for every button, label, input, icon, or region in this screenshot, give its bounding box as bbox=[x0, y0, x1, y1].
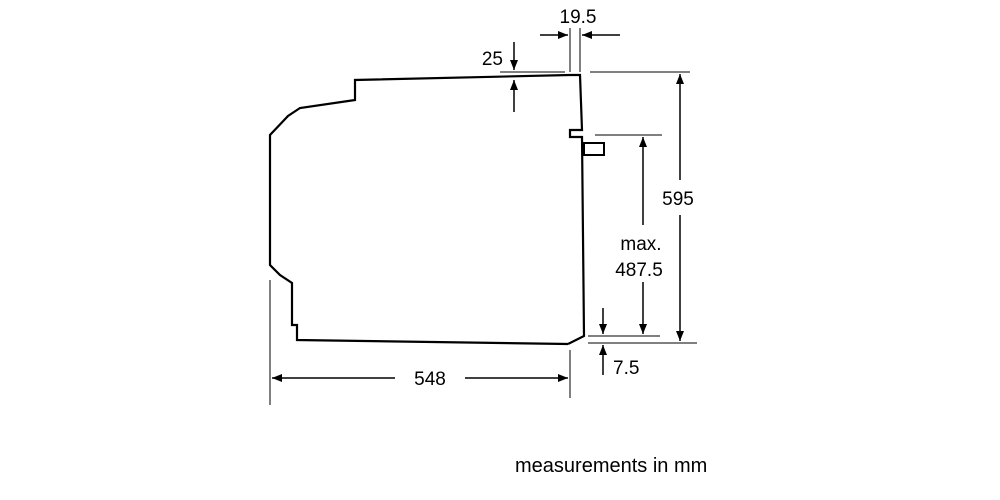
dimension-max-height: max. 487.5 bbox=[595, 134, 663, 334]
dimension-label-595: 595 bbox=[662, 189, 694, 210]
oven-handle bbox=[583, 142, 605, 156]
oven-door-panel bbox=[567, 73, 586, 345]
oven-body-outline bbox=[268, 73, 571, 346]
dimension-front-panel-thickness: 19.5 bbox=[540, 7, 620, 72]
measurement-unit-note: measurements in mm bbox=[515, 455, 708, 477]
dimension-label-7-5: 7.5 bbox=[613, 358, 639, 379]
dimension-label-487-5: 487.5 bbox=[615, 260, 663, 281]
dimension-total-height: 595 bbox=[588, 71, 697, 344]
dimension-depth: 548 bbox=[269, 280, 571, 405]
dimension-bottom-offset: 7.5 bbox=[588, 308, 660, 379]
dimension-label-548: 548 bbox=[414, 369, 446, 390]
dimension-top-clearance: 25 bbox=[482, 42, 565, 112]
dimension-label-19-5: 19.5 bbox=[560, 7, 597, 28]
dimension-label-max: max. bbox=[620, 234, 661, 255]
dimension-label-25: 25 bbox=[482, 49, 503, 70]
